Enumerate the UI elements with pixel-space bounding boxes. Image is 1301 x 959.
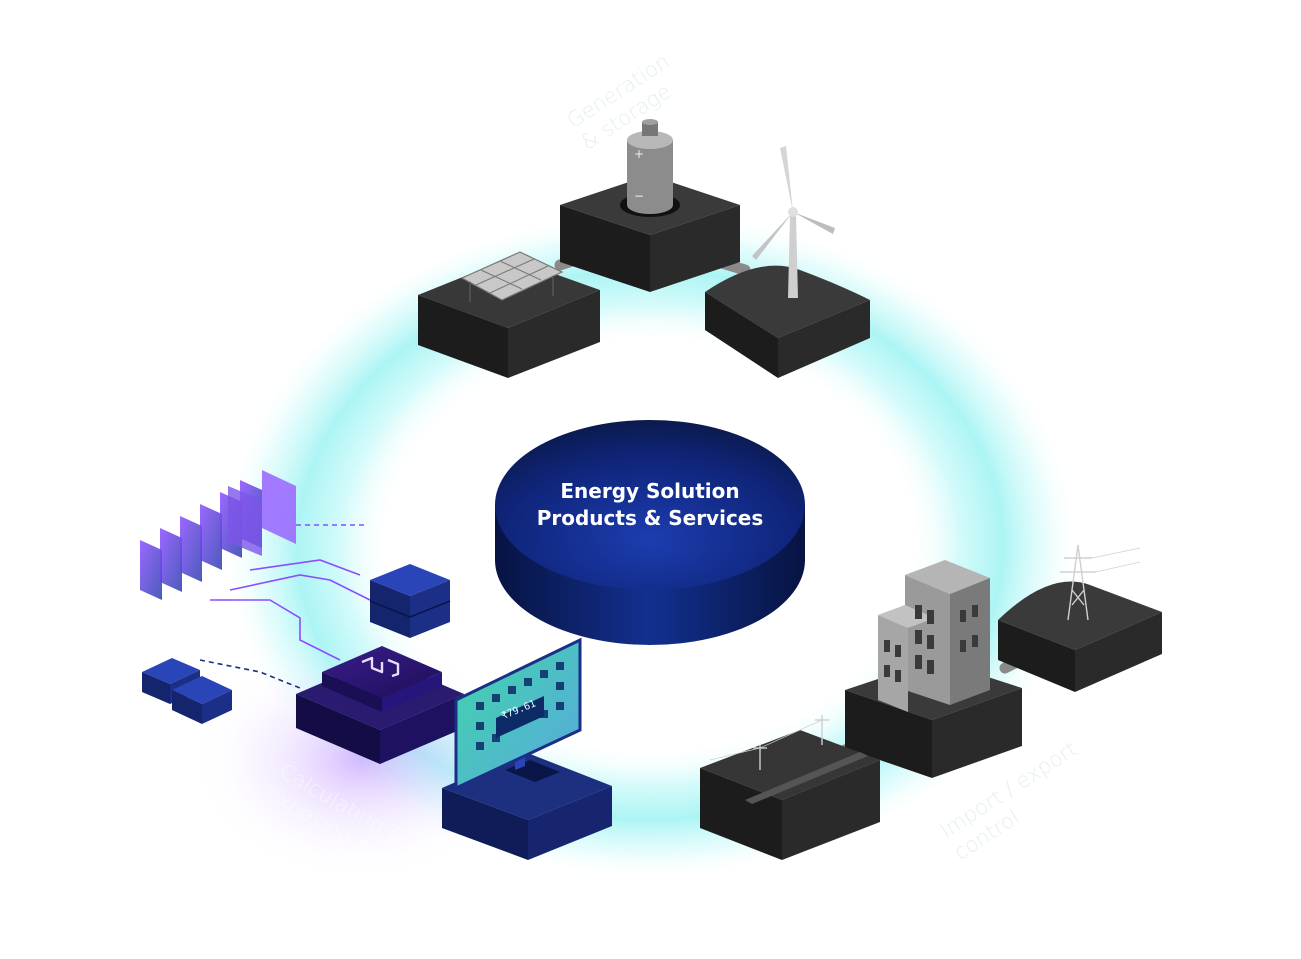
data-processor-icon <box>296 646 464 764</box>
data-cluster <box>140 470 612 860</box>
wind-turbine-icon <box>752 146 835 298</box>
server-block-icon <box>142 658 232 724</box>
central-hub <box>495 420 805 645</box>
hub-title-line-2: Products & Services <box>536 506 764 530</box>
tower-platform <box>998 581 1162 692</box>
hub-title-line-1: Energy Solution <box>560 479 740 503</box>
office-building-icon <box>878 560 990 712</box>
server-block-icon <box>369 564 451 638</box>
monitor-platform <box>442 752 612 860</box>
data-card-stack-icon <box>140 470 296 600</box>
power-line-platform <box>700 730 880 860</box>
generation-storage-cluster: + − <box>418 119 870 378</box>
battery-platform <box>560 175 740 292</box>
monitor-icon <box>454 637 582 791</box>
power-line-pole-icon <box>709 715 829 770</box>
svg-text:+: + <box>634 147 644 161</box>
transmission-tower-icon <box>1060 544 1141 621</box>
import-export-cluster <box>700 544 1162 860</box>
central-hub-label: Energy Solution Products & Services <box>500 478 800 532</box>
battery-icon: + − <box>627 119 673 214</box>
solar-panel-icon <box>460 251 564 302</box>
svg-text:−: − <box>634 189 644 203</box>
wind-platform <box>705 265 870 378</box>
